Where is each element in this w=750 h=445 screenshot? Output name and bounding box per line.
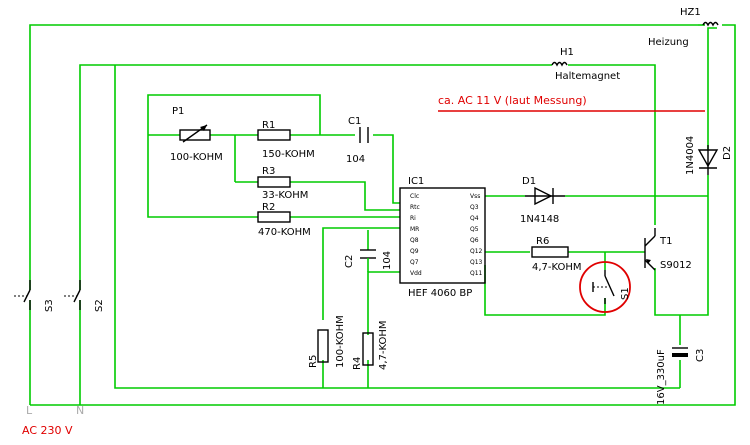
highlight-circle <box>579 261 631 313</box>
p1-value: 100-KOHM <box>170 152 223 163</box>
s3-ref: S3 <box>44 299 55 312</box>
magnet-h1: H1 Haltemagnet <box>551 47 620 82</box>
voltage-label: AC 230 V <box>22 424 73 437</box>
c2-value: 104 <box>382 251 393 270</box>
c3-value: 16V_330uF <box>656 349 667 405</box>
r2-ref: R2 <box>262 202 275 213</box>
r1-ref: R1 <box>262 120 275 131</box>
h1-value: Haltemagnet <box>555 71 620 82</box>
diode-d1: D1 1N4148 <box>520 176 565 225</box>
r3-ref: R3 <box>262 166 275 177</box>
resistor-r1: R1 150-KOHM <box>257 120 315 160</box>
r3-value: 33-KOHM <box>262 190 308 201</box>
d2-ref: D2 <box>722 146 733 160</box>
r5-ref: R5 <box>308 355 319 368</box>
resistor-r4: R4 4,7-KOHM <box>352 320 389 370</box>
resistor-r6: R6 4,7-KOHM <box>531 236 582 273</box>
ic-pin-right-2: Q4 <box>470 215 479 222</box>
h1-ref: H1 <box>560 47 574 58</box>
hz1-ref: HZ1 <box>680 7 701 18</box>
d1-value: 1N4148 <box>520 214 559 225</box>
ic-pin-left-0: Clc <box>410 193 419 200</box>
line-label: L <box>26 404 33 417</box>
ic-pin-right-0: Vss <box>470 193 480 200</box>
ic1-ref: IC1 <box>408 176 424 187</box>
ic-pin-left-3: MR <box>410 226 419 233</box>
hz1-value: Heizung <box>648 37 689 48</box>
capacitor-c3: C3 16V_330uF <box>656 347 706 405</box>
heater-hz1: HZ1 Heizung <box>648 7 719 48</box>
ic-pin-left-5: Q9 <box>410 248 419 255</box>
switch-s3: S3 <box>14 280 55 312</box>
r6-ref: R6 <box>536 236 549 247</box>
ic-pin-left-4: Q8 <box>410 237 419 244</box>
r5-value: 100-KOHM <box>335 315 346 368</box>
capacitor-c2: C2 104 <box>344 249 393 270</box>
supply-labels: L N AC 230 V <box>22 404 84 437</box>
switch-s1: S1 <box>579 261 631 313</box>
d2-value: 1N4004 <box>685 136 696 175</box>
ic-pin-left-7: Vdd <box>410 270 422 277</box>
c2-ref: C2 <box>344 255 355 268</box>
c1-value: 104 <box>346 154 365 165</box>
resistor-r3: R3 33-KOHM <box>257 166 308 201</box>
ic-pin-right-7: Q11 <box>470 270 483 277</box>
neutral-label: N <box>76 404 84 417</box>
r4-value: 4,7-KOHM <box>378 320 389 370</box>
diode-d2: D2 1N4004 <box>685 136 733 175</box>
wiring <box>29 24 736 406</box>
resistor-r2: R2 470-KOHM <box>257 202 311 238</box>
ic-pin-right-5: Q12 <box>470 248 483 255</box>
potentiometer-p1: P1 100-KOHM <box>170 106 223 163</box>
ic-pin-left-1: Rtc <box>410 204 420 211</box>
capacitor-c1: C1 104 <box>346 116 369 165</box>
ic-pin-right-6: Q13 <box>470 259 483 266</box>
ic1-value: HEF 4060 BP <box>408 288 472 299</box>
r2-value: 470-KOHM <box>258 227 311 238</box>
c3-ref: C3 <box>695 349 706 362</box>
r6-value: 4,7-KOHM <box>532 262 582 273</box>
s1-ref: S1 <box>620 287 631 300</box>
resistor-r5: R5 100-KOHM <box>308 315 346 368</box>
p1-ref: P1 <box>172 106 184 117</box>
ic-pin-left-6: Q7 <box>410 259 419 266</box>
ic-pin-right-4: Q6 <box>470 237 479 244</box>
transistor-t1: T1 S9012 <box>644 228 692 271</box>
ic-pin-left-2: Ri <box>410 215 416 222</box>
s2-ref: S2 <box>94 299 105 312</box>
measurement-note: ca. AC 11 V (laut Messung) <box>438 94 705 112</box>
t1-ref: T1 <box>659 236 672 247</box>
note-text: ca. AC 11 V (laut Messung) <box>438 94 587 107</box>
switch-s2: S2 <box>64 280 105 312</box>
ic-pin-right-1: Q3 <box>470 204 479 211</box>
d1-ref: D1 <box>522 176 536 187</box>
r4-ref: R4 <box>352 357 363 370</box>
ic-pin-right-3: Q5 <box>470 226 479 233</box>
r1-value: 150-KOHM <box>262 149 315 160</box>
c1-ref: C1 <box>348 116 361 127</box>
t1-value: S9012 <box>660 260 692 271</box>
